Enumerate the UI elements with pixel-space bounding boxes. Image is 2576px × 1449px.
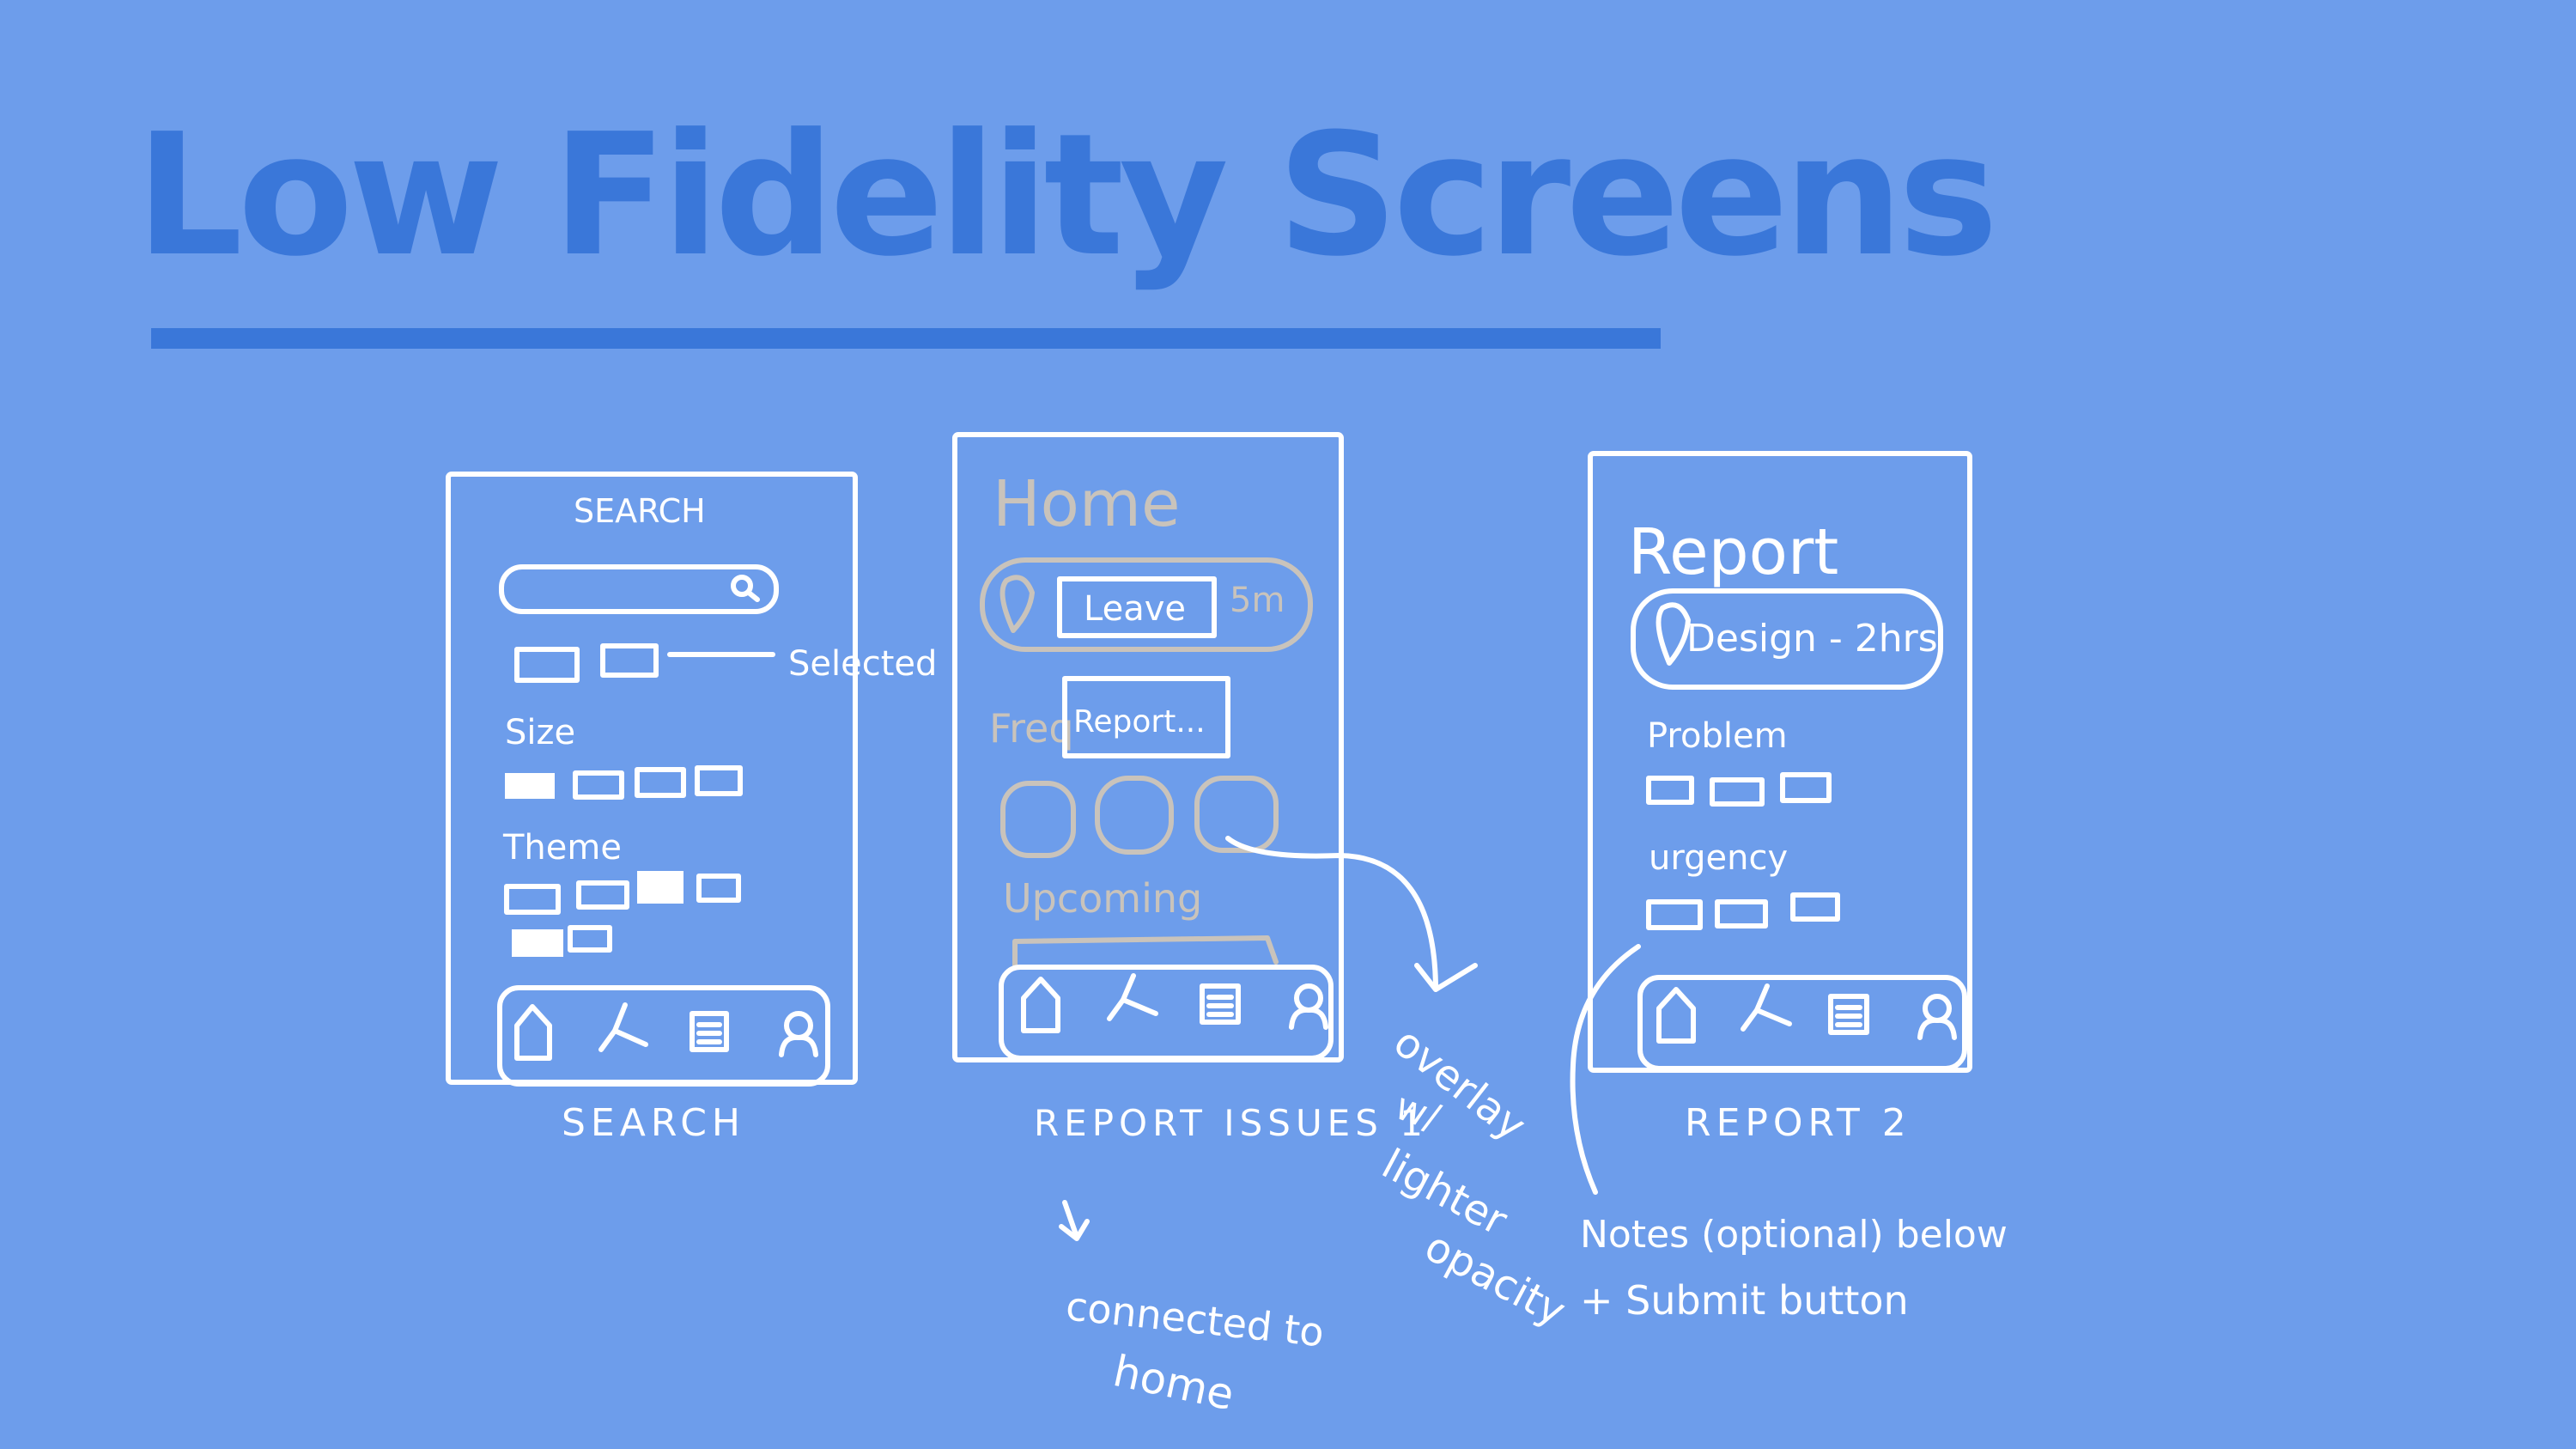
slide-title: Low Fidelity Screens — [136, 98, 1998, 294]
leave-time: 5m — [1230, 581, 1285, 620]
connected-note-line2: home — [1109, 1346, 1239, 1420]
report-wireframe: Report Design - 2hrs Problem urgency — [1570, 451, 1972, 1195]
overlay-arrow — [1225, 836, 1438, 989]
theme-option[interactable] — [696, 874, 741, 903]
freq-item[interactable] — [1194, 776, 1279, 853]
notes-pointer — [1570, 944, 1641, 1195]
task-chip-label: Design - 2hrs — [1686, 617, 1938, 661]
user-icon[interactable] — [1917, 994, 1957, 1040]
list-icon[interactable] — [1200, 983, 1241, 1025]
leave-label: Leave — [1084, 589, 1186, 629]
search-wireframe: SEARCH Selected Size Theme — [446, 472, 937, 1145]
branch-icon[interactable] — [1741, 983, 1792, 1032]
pin-icon — [999, 575, 1035, 633]
freq-item[interactable] — [1095, 776, 1174, 855]
theme-option[interactable] — [568, 925, 612, 953]
filter-chip[interactable] — [600, 643, 659, 678]
urgency-label: urgency — [1649, 838, 1788, 878]
list-icon[interactable] — [1828, 994, 1869, 1035]
size-option-selected[interactable] — [505, 773, 555, 799]
problem-option[interactable] — [1646, 776, 1694, 805]
pin-icon — [1656, 602, 1691, 666]
problem-option[interactable] — [1780, 772, 1832, 803]
notes-note-line2: + Submit button — [1580, 1277, 1909, 1324]
user-icon[interactable] — [779, 1011, 818, 1057]
home-icon[interactable] — [514, 1004, 552, 1061]
size-option[interactable] — [635, 767, 686, 798]
home-bottom-nav — [999, 965, 1334, 1061]
user-icon[interactable] — [1289, 983, 1328, 1030]
list-icon[interactable] — [690, 1011, 729, 1052]
search-bar[interactable] — [499, 564, 779, 614]
theme-option[interactable] — [504, 884, 561, 915]
upcoming-card — [1012, 935, 1279, 968]
urgency-option[interactable] — [1715, 899, 1768, 928]
problem-label: Problem — [1647, 716, 1788, 756]
report-popup-text: Report... — [1073, 704, 1206, 740]
theme-option[interactable] — [576, 880, 629, 910]
annotations: connected to home overlay w/ lighter opa… — [1064, 1018, 2008, 1420]
theme-label: Theme — [502, 828, 622, 868]
search-icon[interactable] — [731, 575, 760, 602]
home-wireframe: Home Leave 5m Freq Report... Upcoming — [952, 432, 1478, 1241]
size-option[interactable] — [695, 765, 743, 796]
search-heading: SEARCH — [574, 492, 706, 530]
theme-option-selected[interactable] — [637, 871, 683, 904]
leave-button[interactable] — [1057, 576, 1217, 638]
branch-icon[interactable] — [598, 1002, 648, 1052]
search-bottom-nav — [497, 985, 830, 1087]
selected-note: Selected — [788, 644, 937, 684]
home-icon[interactable] — [1656, 987, 1696, 1044]
size-option[interactable] — [573, 770, 624, 800]
connected-arrow — [1062, 1200, 1079, 1239]
overlay-arrowhead — [1414, 963, 1478, 992]
search-caption: SEARCH — [562, 1101, 745, 1145]
branch-icon[interactable] — [1107, 973, 1158, 1021]
home-caption: REPORT ISSUES 1 — [1034, 1102, 1428, 1144]
task-chip[interactable] — [1631, 588, 1943, 690]
report-heading: Report — [1628, 515, 1838, 589]
freq-item[interactable] — [1000, 781, 1076, 858]
connected-note-line1: connected to — [1064, 1282, 1327, 1355]
theme-option-selected[interactable] — [512, 929, 563, 957]
freq-label: Freq — [989, 705, 1074, 752]
upcoming-label: Upcoming — [1003, 875, 1202, 922]
title-underline — [151, 328, 1661, 349]
size-label: Size — [505, 713, 575, 752]
report-bottom-nav — [1637, 975, 1967, 1071]
problem-option[interactable] — [1710, 777, 1765, 807]
connected-arrowhead — [1059, 1219, 1090, 1241]
urgency-option[interactable] — [1646, 899, 1703, 930]
notes-note-line1: Notes (optional) below — [1580, 1213, 2008, 1257]
home-heading: Home — [993, 467, 1181, 541]
filter-chip[interactable] — [514, 647, 580, 683]
report-popup[interactable] — [1062, 676, 1230, 758]
leave-card — [980, 557, 1313, 652]
urgency-option[interactable] — [1790, 892, 1840, 922]
home-icon[interactable] — [1021, 977, 1060, 1033]
report-caption: REPORT 2 — [1685, 1101, 1911, 1145]
